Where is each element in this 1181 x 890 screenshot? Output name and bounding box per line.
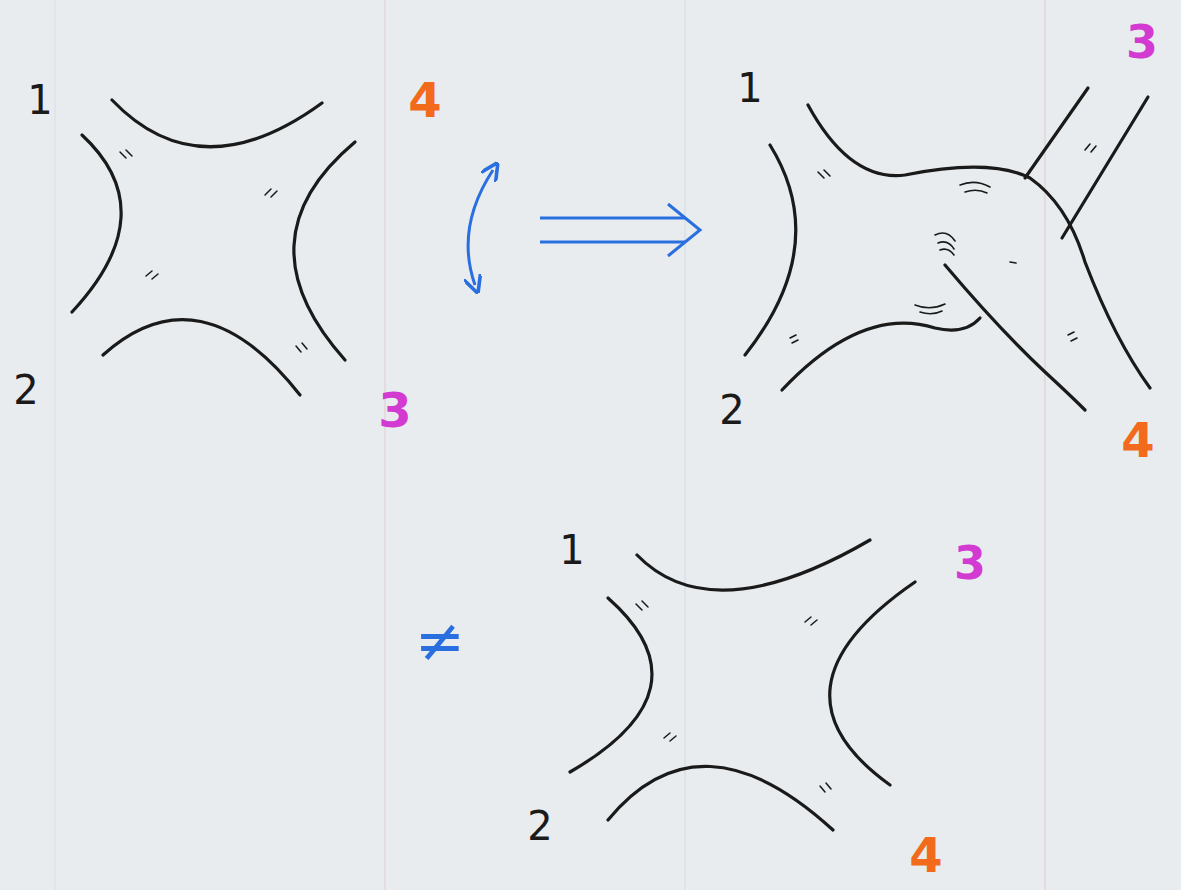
leg-number: 3 [1126,19,1158,65]
leg-number: 3 [378,386,411,434]
leg-number: 1 [737,68,762,108]
swap-arrows [468,170,700,285]
leg-number: ≠ [415,610,465,670]
vertex-crossed [570,540,915,830]
leg-number: 2 [13,370,38,410]
leg-number: 1 [27,80,52,120]
leg-number: 4 [909,831,942,879]
leg-number: 2 [719,390,744,430]
leg-number: 4 [1121,416,1154,464]
leg-number: 2 [527,806,552,846]
vertex-left [72,100,355,395]
vertex-twisted [745,88,1150,410]
leg-number: 4 [408,76,441,124]
leg-number: 1 [559,530,584,570]
leg-number: 3 [954,540,986,586]
paper-rules [55,0,1045,890]
